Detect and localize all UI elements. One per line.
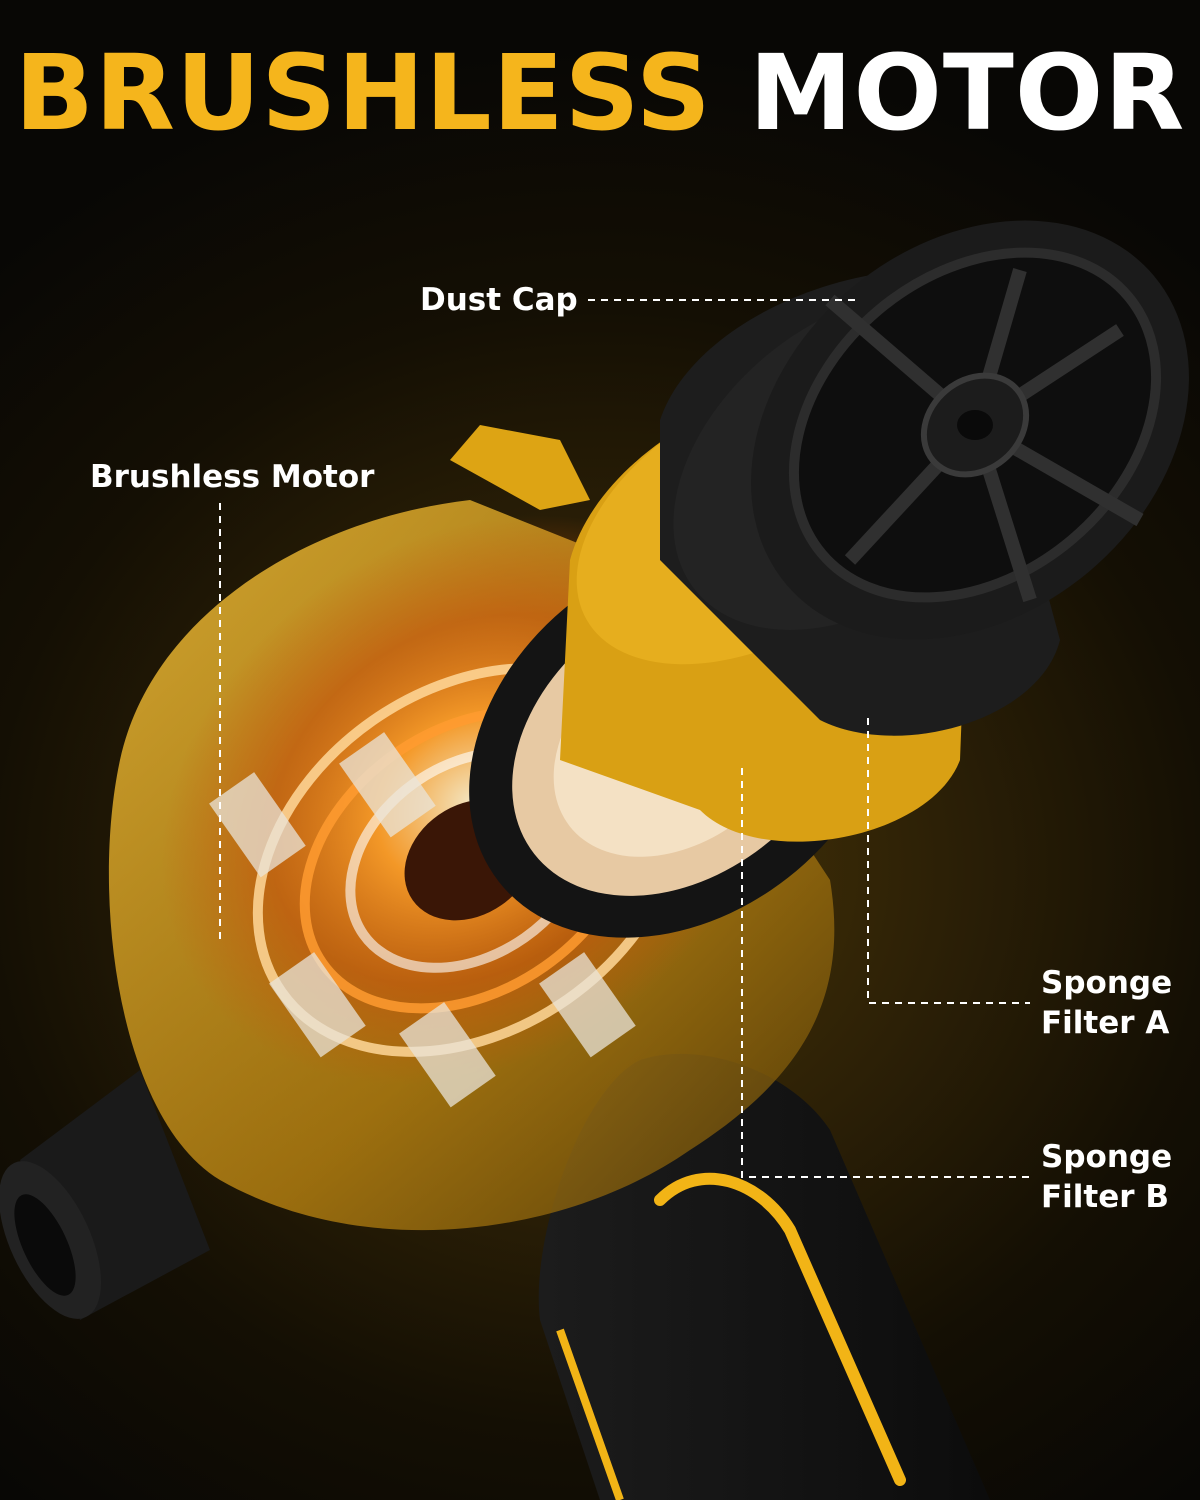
- callout-sponge-filter-b-line2: Filter B: [1041, 1179, 1169, 1215]
- callout-brushless-motor: Brushless Motor: [90, 459, 375, 495]
- headline-word-brushless: BRUSHLESS: [14, 32, 712, 154]
- callout-sponge-filter-b: Sponge Filter B: [1041, 1137, 1172, 1217]
- dust-cap: [751, 220, 1189, 640]
- callout-sponge-filter-a: Sponge Filter A: [1041, 963, 1172, 1043]
- headline: BRUSHLESS MOTOR: [0, 18, 1200, 168]
- headline-word-motor: MOTOR: [749, 32, 1186, 154]
- callout-sponge-filter-a-line2: Filter A: [1041, 1005, 1170, 1041]
- callout-lines: [219, 299, 1030, 1178]
- callout-dust-cap: Dust Cap: [420, 282, 578, 318]
- sponge-filter-b-line: [741, 768, 1030, 1178]
- callout-sponge-filter-a-line1: Sponge: [1041, 965, 1173, 1001]
- sponge-filter-a-line: [867, 718, 1030, 1004]
- nozzle: [0, 1070, 210, 1320]
- callout-sponge-filter-b-line1: Sponge: [1041, 1139, 1173, 1175]
